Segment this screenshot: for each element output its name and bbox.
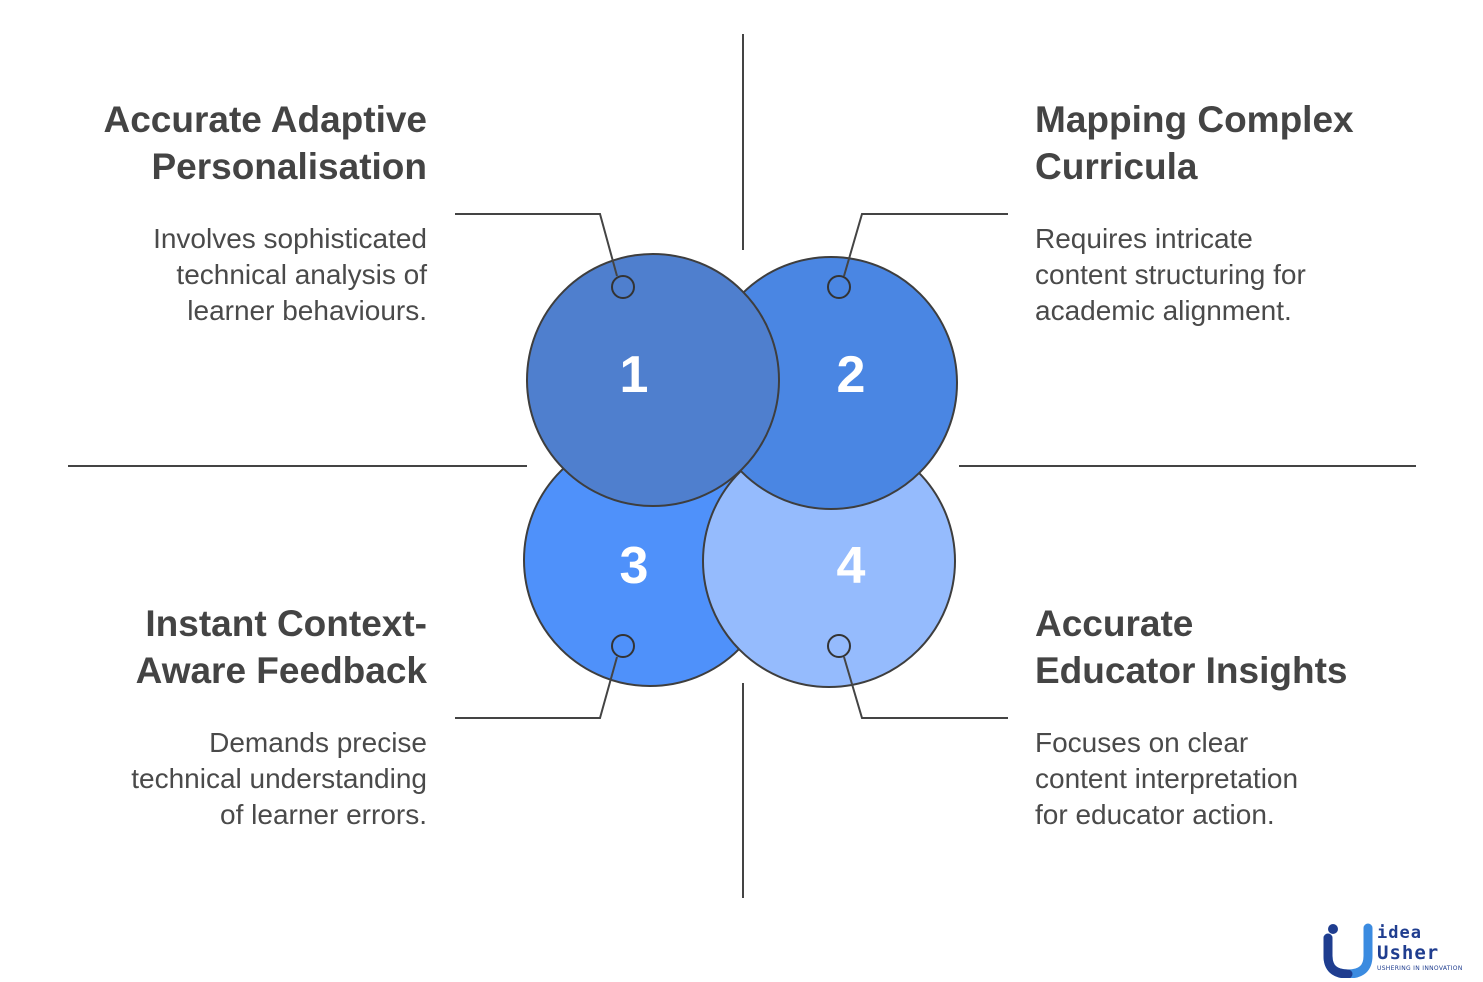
circle-number-4: 4 [837, 537, 866, 595]
connector-dot-2 [827, 275, 851, 299]
item-2-description-line: content structuring for [1035, 259, 1306, 290]
item-1-description-line: Involves sophisticated [153, 223, 427, 254]
connector-dot-4 [827, 634, 851, 658]
item-4-title: Accurate Educator Insights [1035, 600, 1455, 694]
item-3-description: Demands precise technical understanding … [60, 725, 427, 833]
item-1-description-line: learner behaviours. [187, 295, 427, 326]
circle-number-2: 2 [837, 346, 866, 404]
item-4-title-line: Accurate [1035, 603, 1194, 644]
connector-1 [455, 213, 618, 277]
idea-usher-logo: idea Usher USHERING IN INNOVATION [1322, 920, 1472, 978]
item-3-title-line: Aware Feedback [135, 650, 427, 691]
item-3-description-line: of learner errors. [220, 799, 427, 830]
item-2-title: Mapping Complex Curricula [1035, 96, 1455, 190]
item-4-description: Focuses on clear content interpretation … [1035, 725, 1455, 833]
item-4-description-line: content interpretation [1035, 763, 1299, 794]
item-2-title-line: Mapping Complex [1035, 99, 1354, 140]
item-1-title-line: Accurate Adaptive [103, 99, 427, 140]
item-2-title-line: Curricula [1035, 146, 1198, 187]
logo-u-icon [1323, 923, 1373, 978]
connector-2 [843, 213, 1008, 277]
logo-word-idea: idea [1377, 923, 1422, 943]
item-2-description-line: academic alignment. [1035, 295, 1292, 326]
item-3-description-line: technical understanding [131, 763, 427, 794]
connector-dot-3 [611, 634, 635, 658]
circle-number-3: 3 [620, 537, 649, 595]
item-1-description-line: technical analysis of [176, 259, 427, 290]
item-4-description-line: Focuses on clear [1035, 727, 1249, 758]
item-3-title-line: Instant Context- [145, 603, 427, 644]
item-1-title-line: Personalisation [151, 146, 427, 187]
item-3-description-line: Demands precise [209, 727, 427, 758]
logo-word-usher: Usher [1377, 942, 1440, 964]
item-1-title: Accurate Adaptive Personalisation [60, 96, 427, 190]
connector-4 [843, 656, 1008, 719]
circle-1 [526, 253, 780, 507]
item-4-description-line: for educator action. [1035, 799, 1275, 830]
connector-3 [455, 656, 618, 719]
item-2-description-line: Requires intricate [1035, 223, 1253, 254]
item-3-title: Instant Context- Aware Feedback [60, 600, 427, 694]
circle-number-1: 1 [620, 346, 649, 404]
item-2-description: Requires intricate content structuring f… [1035, 221, 1455, 329]
connector-dot-1 [611, 275, 635, 299]
logo-tagline: USHERING IN INNOVATION [1377, 965, 1463, 972]
item-1-description: Involves sophisticated technical analysi… [60, 221, 427, 329]
item-4-title-line: Educator Insights [1035, 650, 1348, 691]
